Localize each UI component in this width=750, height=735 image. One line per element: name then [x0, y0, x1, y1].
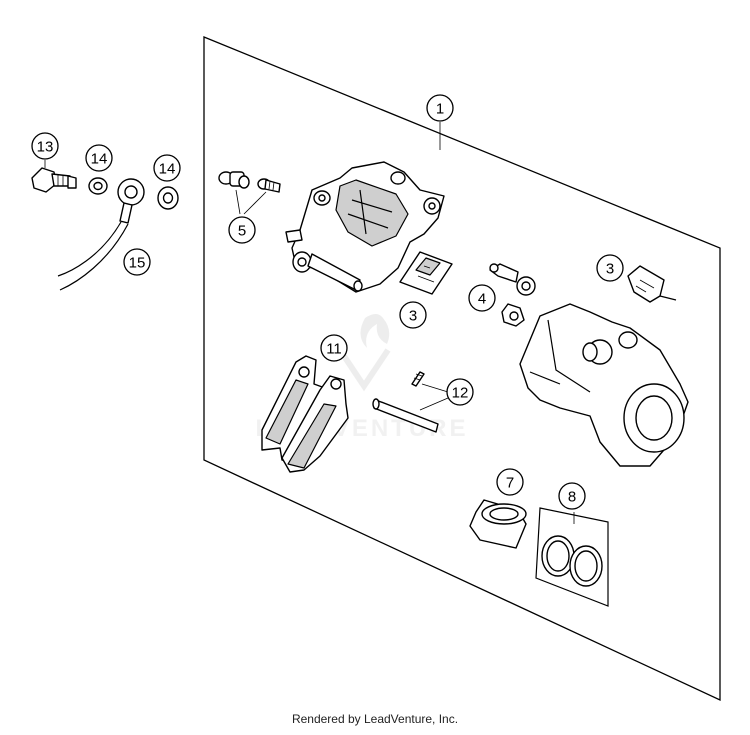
svg-text:4: 4 — [478, 291, 486, 308]
callout-3-left: 3 — [399, 301, 427, 329]
leader-lines-5 — [235, 189, 267, 215]
svg-text:1: 1 — [436, 101, 444, 118]
svg-text:15: 15 — [129, 255, 146, 272]
callout-4: 4 — [468, 284, 496, 312]
callout-14-left: 14 — [85, 144, 113, 172]
svg-text:13: 13 — [37, 139, 54, 156]
svg-text:7: 7 — [506, 475, 514, 492]
svg-text:3: 3 — [606, 261, 614, 278]
callout-14-right: 14 — [153, 154, 181, 182]
bleeder-screws — [218, 171, 281, 193]
leader-lines-12 — [419, 383, 449, 411]
caliper-piston — [469, 499, 527, 549]
callout-13: 13 — [31, 132, 59, 160]
leader-lines — [44, 122, 575, 524]
pad-pin — [372, 371, 439, 433]
callout-1: 1 — [426, 94, 454, 122]
callout-8: 8 — [558, 482, 586, 510]
callout-15: 15 — [123, 248, 151, 276]
callout-7: 7 — [496, 468, 524, 496]
pad-spring-left — [399, 251, 453, 295]
caliper-body — [285, 161, 445, 293]
callout-3-right: 3 — [596, 254, 624, 282]
callout-11: 11 — [320, 334, 348, 362]
brake-hose — [57, 178, 145, 291]
banjo-bolt — [31, 167, 77, 193]
pad-spring-right — [627, 265, 677, 303]
sealing-washer-right — [157, 186, 179, 210]
svg-text:14: 14 — [91, 151, 108, 168]
callout-12: 12 — [446, 378, 474, 406]
slide-pin-bushing — [489, 263, 536, 327]
svg-text:3: 3 — [409, 308, 417, 325]
sealing-washer-left — [88, 177, 108, 195]
svg-text:14: 14 — [159, 161, 176, 178]
callout-5: 5 — [228, 216, 256, 244]
svg-text:8: 8 — [568, 489, 576, 506]
svg-text:11: 11 — [326, 341, 342, 358]
assembly-panel — [203, 36, 721, 702]
svg-text:5: 5 — [238, 223, 246, 240]
render-credit: Rendered by LeadVenture, Inc. — [291, 712, 459, 726]
caliper-carrier-bracket — [519, 303, 689, 467]
svg-text:12: 12 — [452, 385, 469, 402]
brake-pads — [261, 355, 349, 473]
seal-kit — [535, 507, 609, 607]
